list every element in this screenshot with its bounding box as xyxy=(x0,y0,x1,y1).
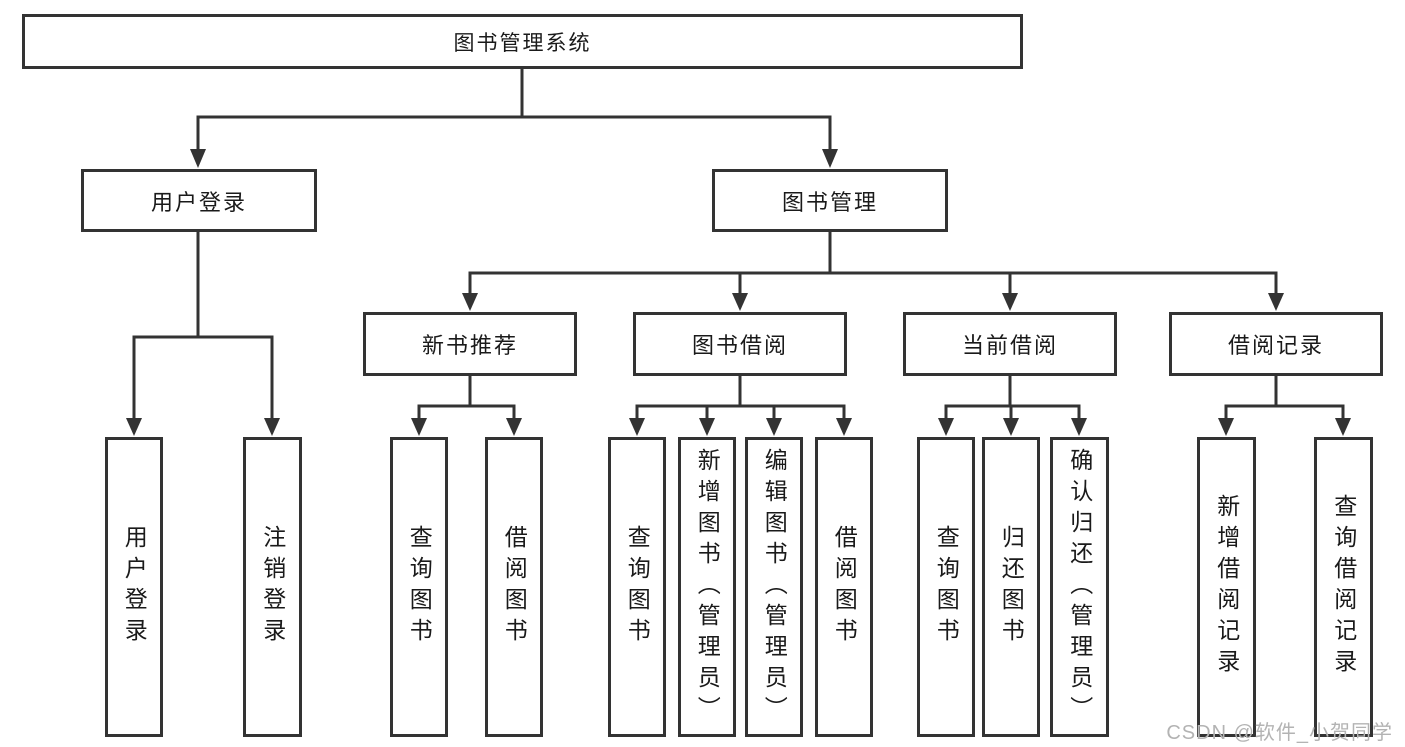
node-book-borrowing: 图书借阅 xyxy=(633,312,847,376)
leaf-logout-label: 注销登录 xyxy=(259,525,286,649)
leaf-borrow-books-recommend: 借阅图书 xyxy=(485,437,543,737)
leaf-user-login-label: 用户登录 xyxy=(121,525,148,649)
leaf-logout: 注销登录 xyxy=(243,437,302,737)
leaf-query-borrow-record: 查询借阅记录 xyxy=(1314,437,1373,737)
leaf-borrow-books-borrowing: 借阅图书 xyxy=(815,437,873,737)
leaf-return-book-label: 归还图书 xyxy=(998,525,1025,649)
leaf-add-book-admin: 新增图书（管理员） xyxy=(678,437,736,737)
node-new-book-recommend: 新书推荐 xyxy=(363,312,577,376)
leaf-return-book: 归还图书 xyxy=(982,437,1040,737)
leaf-confirm-return-admin: 确认归还（管理员） xyxy=(1050,437,1109,737)
node-user-login-branch: 用户登录 xyxy=(81,169,317,232)
leaf-query-books-borrowing-label: 查询图书 xyxy=(624,525,651,649)
leaf-confirm-return-admin-label: 确认归还（管理员） xyxy=(1066,447,1093,727)
leaf-edit-book-admin: 编辑图书（管理员） xyxy=(745,437,803,737)
leaf-add-book-admin-label: 新增图书（管理员） xyxy=(694,447,721,727)
leaf-query-books-current-label: 查询图书 xyxy=(933,525,960,649)
leaf-edit-book-admin-label: 编辑图书（管理员） xyxy=(761,447,788,727)
node-book-management-branch: 图书管理 xyxy=(712,169,948,232)
leaf-query-books-recommend-label: 查询图书 xyxy=(406,525,433,649)
leaf-borrow-books-recommend-label: 借阅图书 xyxy=(501,525,528,649)
node-root-library-system: 图书管理系统 xyxy=(22,14,1023,69)
leaf-query-books-borrowing: 查询图书 xyxy=(608,437,666,737)
leaf-user-login: 用户登录 xyxy=(105,437,163,737)
node-borrow-records: 借阅记录 xyxy=(1169,312,1383,376)
leaf-add-borrow-record-label: 新增借阅记录 xyxy=(1213,494,1240,680)
leaf-query-books-recommend: 查询图书 xyxy=(390,437,448,737)
leaf-borrow-books-borrowing-label: 借阅图书 xyxy=(831,525,858,649)
csdn-watermark: CSDN @软件_小贺同学 xyxy=(1166,722,1393,744)
leaf-add-borrow-record: 新增借阅记录 xyxy=(1197,437,1256,737)
leaf-query-borrow-record-label: 查询借阅记录 xyxy=(1330,494,1357,680)
arrow-heads xyxy=(126,149,1351,436)
node-current-borrowing: 当前借阅 xyxy=(903,312,1117,376)
tree-edges xyxy=(132,67,1345,422)
leaf-query-books-current: 查询图书 xyxy=(917,437,975,737)
